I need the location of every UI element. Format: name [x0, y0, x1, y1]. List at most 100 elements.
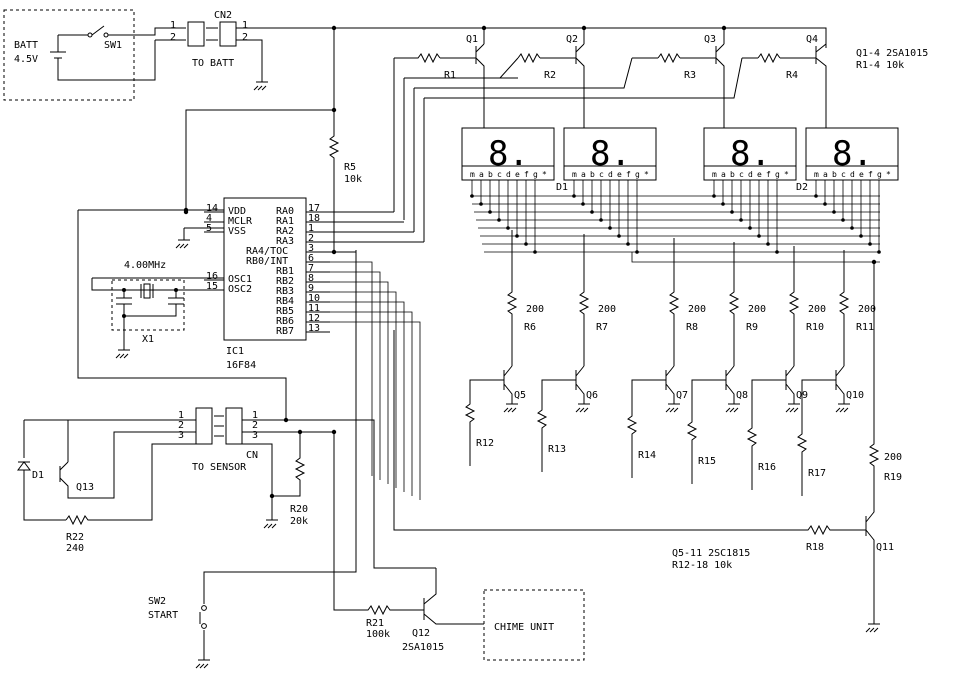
segment-pin-g: g: [533, 170, 538, 179]
ic1-part: 16F84: [226, 360, 256, 371]
segment-pin-e: e: [859, 170, 864, 179]
svg-text:8.: 8.: [730, 134, 771, 174]
display-digit-1: 8.: [461, 127, 555, 181]
ic1-pin-name: OSC2: [228, 284, 252, 295]
r1-label: R1: [444, 70, 456, 81]
seg-resistor: [788, 246, 800, 366]
r18-label: R18: [806, 542, 824, 553]
ic1-ref: IC1: [226, 346, 244, 357]
ground-symbol: [575, 403, 590, 413]
ic1-pin-name: RB5: [276, 306, 294, 317]
sensor-right-pin3: 3: [252, 430, 258, 441]
ic1-pin-num: 10: [308, 293, 320, 304]
segment-pin-*: *: [644, 170, 649, 179]
ic1-body: [223, 197, 307, 341]
sensor-d1-label: D1: [32, 470, 44, 481]
start-chime-section: SW2 START R21 100k Q12 2SA1015 CHIME UNI…: [148, 250, 585, 669]
rb-trace: [330, 261, 373, 476]
ground-symbol: [835, 403, 850, 413]
low-transistor: [575, 365, 585, 404]
base-resistor-label: R13: [548, 444, 566, 455]
segment-pin-b: b: [590, 170, 595, 179]
ic1-pin-num: 12: [308, 313, 320, 324]
segment-pin-*: *: [886, 170, 891, 179]
segment-pin-*: *: [542, 170, 547, 179]
seg-resistor-label: R6: [524, 322, 536, 333]
r19-label: R19: [884, 472, 902, 483]
low-transistor-label: Q6: [586, 390, 598, 401]
q12-label: Q12: [412, 628, 430, 639]
seg-resistor-value: 200: [858, 304, 876, 315]
note-r12-18: R12-18 10k: [672, 560, 732, 571]
top-transistors: Q1 R1 Q2 R2 Q3 R3 Q4 R4 Q1-4 2SA1015 R1-…: [393, 25, 928, 242]
display-d1-label: D1: [556, 182, 568, 193]
batt-voltage: 4.5V: [14, 54, 38, 65]
seg-resistor: [668, 238, 680, 366]
base-resistor: [746, 379, 786, 490]
segment-pin-e: e: [757, 170, 762, 179]
seg-resistor-label: R10: [806, 322, 824, 333]
ground-symbol: [665, 403, 680, 413]
cn2-caption: TO BATT: [192, 58, 234, 69]
cn2-connector: 1 2 CN2 1 2 TO BATT: [170, 10, 827, 91]
batt-label: BATT: [14, 40, 38, 51]
segment-pin-e: e: [617, 170, 622, 179]
base-resistor-label: R14: [638, 450, 656, 461]
crystal-x1: 4.00MHz X1: [91, 260, 224, 359]
r20-value: 20k: [290, 516, 308, 527]
q11-label: Q11: [876, 542, 894, 553]
base-resistor: [536, 379, 576, 472]
segment-pin-f: f: [766, 170, 771, 179]
sensor-q13-label: Q13: [76, 482, 94, 493]
junction: [331, 249, 337, 255]
seg-resistor: [578, 234, 590, 366]
base-resistor: [464, 379, 504, 466]
segment-pin-d: d: [850, 170, 855, 179]
seg-resistor-label: R7: [596, 322, 608, 333]
ic1-pin-num: 11: [308, 303, 320, 314]
note-q5-11: Q5-11 2SC1815: [672, 548, 750, 559]
base-resistor-label: R17: [808, 468, 826, 479]
ic1-pin-num: 16: [206, 271, 218, 282]
low-transistor: [665, 365, 675, 404]
ic1-pin-num: 8: [308, 273, 314, 284]
chime-unit-label: CHIME UNIT: [494, 622, 554, 633]
segment-pin-g: g: [635, 170, 640, 179]
segment-pin-b: b: [488, 170, 493, 179]
ic1-pin-num: 18: [308, 213, 320, 224]
segment-pin-c: c: [599, 170, 604, 179]
ic1-pin-num: 9: [308, 283, 314, 294]
cn2-left-pin2: 2: [170, 32, 176, 43]
seg-resistor: [728, 242, 740, 366]
display-bus-lines: [470, 180, 881, 263]
svg-text:8.: 8.: [590, 134, 631, 174]
segment-pin-m: m: [712, 170, 717, 179]
sensor-left-pin1: 1: [178, 410, 184, 421]
bus-line: [631, 252, 880, 263]
ic1-pin-name: RA1: [276, 216, 294, 227]
ground-symbol: [785, 403, 800, 413]
segment-pin-c: c: [497, 170, 502, 179]
segment-pin-f: f: [868, 170, 873, 179]
base-resistor: [626, 379, 666, 478]
base-resistor: [796, 379, 836, 496]
segment-pin-e: e: [515, 170, 520, 179]
low-transistor: [835, 365, 845, 404]
segment-pin-m: m: [814, 170, 819, 179]
ic1-pin-name: VSS: [228, 226, 246, 237]
r22-value: 240: [66, 543, 84, 554]
ic1-pin-num: 15: [206, 281, 218, 292]
ic1-pin-num: 2: [308, 233, 314, 244]
crystal-box: [111, 279, 185, 331]
crystal-ref: X1: [142, 334, 154, 345]
sensor-right-pin2: 2: [252, 420, 258, 431]
r21-label: R21: [366, 618, 384, 629]
ic1-pin-name: MCLR: [228, 216, 253, 227]
seg-resistor-value: 200: [748, 304, 766, 315]
sw2-label: SW2: [148, 596, 166, 607]
segment-pin-f: f: [524, 170, 529, 179]
r5-resistor: R5 10k: [328, 107, 362, 250]
ic1-pin-name: RB2: [276, 276, 294, 287]
rb-trace: [330, 301, 405, 492]
